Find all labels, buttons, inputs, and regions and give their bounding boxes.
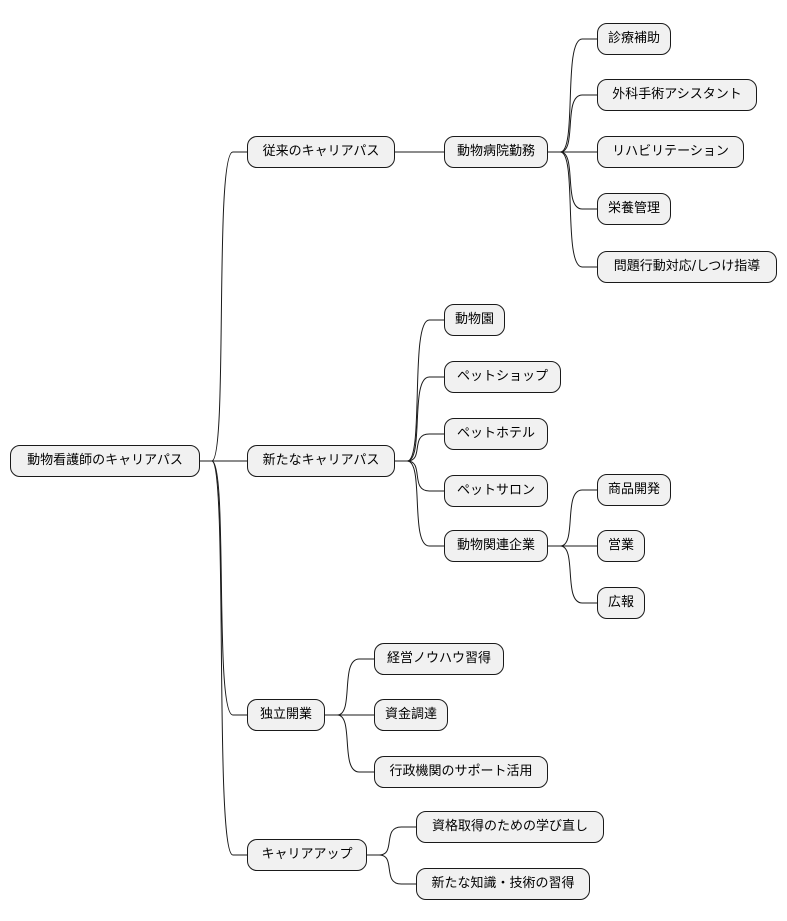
node-n2[interactable]: ペットショップ <box>444 361 561 393</box>
edge-root-up <box>200 460 247 856</box>
node-i3[interactable]: 行政機関のサポート活用 <box>374 756 548 788</box>
node-new[interactable]: 新たなキャリアパス <box>247 445 395 477</box>
edge-hospital-h4 <box>548 151 597 210</box>
node-n4[interactable]: ペットサロン <box>444 475 548 507</box>
node-root[interactable]: 動物看護師のキャリアパス <box>10 445 200 477</box>
node-n3[interactable]: ペットホテル <box>444 418 548 450</box>
edge-n5-c1 <box>548 489 597 547</box>
edge-up-u2 <box>367 854 416 885</box>
node-c2[interactable]: 営業 <box>597 530 645 562</box>
node-n5[interactable]: 動物関連企業 <box>444 530 548 562</box>
node-h1[interactable]: 診療補助 <box>597 23 671 55</box>
edge-indep-i3 <box>325 714 374 773</box>
node-u1[interactable]: 資格取得のための学び直し <box>416 811 604 843</box>
edge-root-indep <box>200 460 247 716</box>
edge-indep-i1 <box>325 658 374 716</box>
edge-new-n5 <box>395 460 444 547</box>
node-h5[interactable]: 問題行動対応/しつけ指導 <box>597 251 777 283</box>
node-h4[interactable]: 栄養管理 <box>597 193 671 225</box>
edge-n5-c3 <box>548 545 597 604</box>
node-i1[interactable]: 経営ノウハウ習得 <box>374 643 504 675</box>
node-c1[interactable]: 商品開発 <box>597 474 671 506</box>
edge-new-n2 <box>395 376 444 462</box>
edge-hospital-h2 <box>548 94 597 153</box>
node-n1[interactable]: 動物園 <box>444 304 505 336</box>
node-up[interactable]: キャリアアップ <box>247 839 367 871</box>
edge-up-u1 <box>367 826 416 856</box>
node-hospital[interactable]: 動物病院勤務 <box>444 136 548 168</box>
edge-hospital-h1 <box>548 38 597 153</box>
node-indep[interactable]: 独立開業 <box>247 699 325 731</box>
node-h3[interactable]: リハビリテーション <box>597 136 744 168</box>
node-c3[interactable]: 広報 <box>597 587 645 619</box>
edge-new-n3 <box>395 433 444 462</box>
node-i2[interactable]: 資金調達 <box>374 699 448 731</box>
node-h2[interactable]: 外科手術アシスタント <box>597 79 757 111</box>
node-traditional[interactable]: 従来のキャリアパス <box>247 136 395 168</box>
edge-hospital-h5 <box>548 151 597 268</box>
node-u2[interactable]: 新たな知識・技術の習得 <box>416 868 590 900</box>
edge-new-n4 <box>395 460 444 492</box>
edge-new-n1 <box>395 319 444 462</box>
edge-root-traditional <box>200 151 247 462</box>
